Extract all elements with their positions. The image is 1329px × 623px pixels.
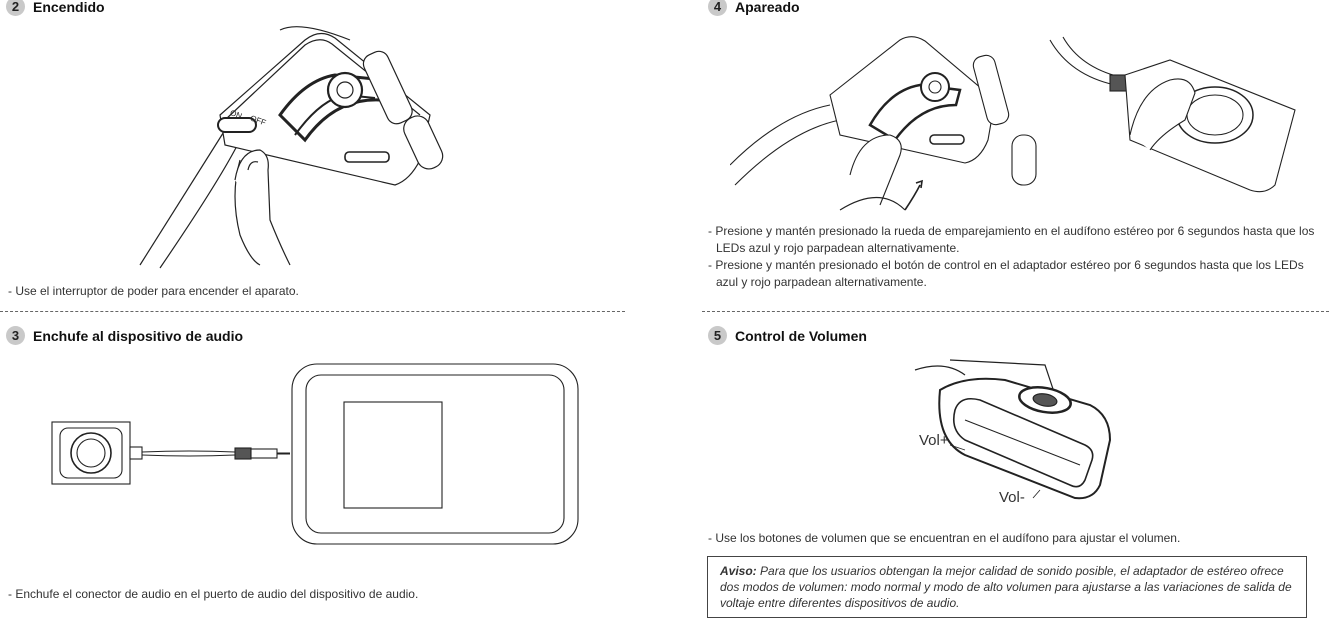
instruction-line: - Presione y mantén presionado la rueda … — [708, 224, 1315, 255]
headset-power-illustration: ON OFF — [130, 20, 500, 270]
instruction-line: - Use el interruptor de poder para encen… — [8, 284, 299, 298]
divider-right — [702, 311, 1329, 312]
notice-text: Para que los usuarios obtengan la mejor … — [720, 564, 1292, 610]
section-3-title: Enchufe al dispositivo de audio — [33, 327, 244, 344]
section-2-heading: 2 Encendido — [6, 0, 105, 16]
vol-up-label: Vol+ — [919, 432, 949, 449]
section-5-title: Control de Volumen — [735, 327, 867, 344]
audio-connection-illustration — [50, 362, 610, 547]
instruction-line: - Enchufe el conector de audio en el pue… — [8, 587, 419, 601]
divider-left — [0, 311, 625, 312]
section-4-instructions: - Presione y mantén presionado la rueda … — [708, 223, 1318, 291]
section-5-heading: 5 Control de Volumen — [708, 326, 867, 345]
section-2-title: Encendido — [33, 0, 105, 15]
section-2-instructions: - Use el interruptor de poder para encen… — [8, 283, 608, 300]
step-number-3: 3 — [6, 326, 25, 345]
section-4-title: Apareado — [735, 0, 800, 15]
section-3-instructions: - Enchufe el conector de audio en el pue… — [8, 586, 608, 603]
pairing-illustration — [730, 35, 1300, 215]
step-number-2: 2 — [6, 0, 25, 16]
notice-box: Aviso: Para que los usuarios obtengan la… — [707, 556, 1307, 618]
step-number-4: 4 — [708, 0, 727, 16]
step-number-5: 5 — [708, 326, 727, 345]
instruction-line: - Presione y mantén presionado el botón … — [708, 258, 1304, 289]
instruction-line: - Use los botones de volumen que se encu… — [708, 531, 1181, 545]
notice-label: Aviso: — [720, 564, 757, 578]
volume-control-illustration: Vol+ Vol- — [905, 350, 1125, 515]
vol-down-label: Vol- — [999, 489, 1025, 506]
section-3-heading: 3 Enchufe al dispositivo de audio — [6, 326, 243, 345]
section-4-heading: 4 Apareado — [708, 0, 800, 16]
section-5-instructions: - Use los botones de volumen que se encu… — [708, 530, 1318, 547]
